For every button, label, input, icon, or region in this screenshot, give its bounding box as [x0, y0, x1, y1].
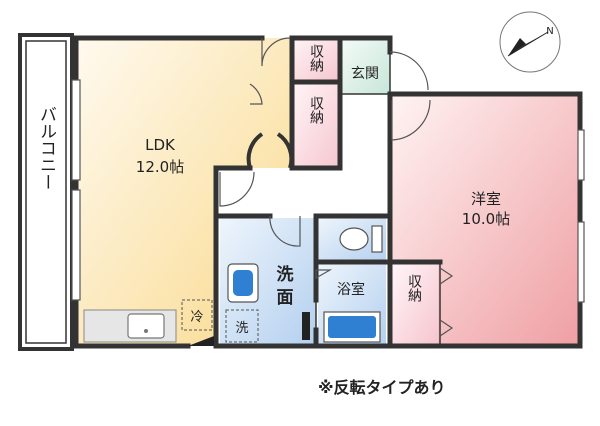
storage-top-label: 収納	[308, 44, 324, 73]
ldk-room	[76, 38, 292, 346]
ldk-size-label: 12.0帖	[136, 158, 184, 176]
entrance-area	[342, 38, 390, 94]
pipe-shaft-corner	[188, 336, 214, 346]
balcony-label: バルコニー	[36, 106, 56, 191]
washer-label: 洗	[235, 321, 248, 336]
pipe-shaft	[302, 312, 310, 340]
storage-middle-label: 収納	[308, 96, 324, 125]
storage-western-label: 収納	[406, 274, 422, 303]
storage-closet-middle	[292, 84, 340, 168]
compass-icon	[499, 11, 561, 73]
ldk-name-label: LDK	[145, 136, 176, 154]
storage-closet-western	[392, 264, 438, 344]
door-swings	[219, 37, 454, 337]
storage-closet-top	[292, 38, 340, 80]
fridge-space	[181, 299, 213, 331]
western-size-label: 10.0帖	[462, 210, 510, 228]
entrance-label: 玄関	[351, 65, 379, 82]
flip-type-note: ※反転タイプあり	[318, 378, 446, 397]
ldk-windows	[71, 79, 585, 303]
fridge-label: 冷	[190, 310, 203, 325]
toilet-fixture	[339, 225, 383, 253]
bath-label: 浴室	[337, 281, 365, 298]
western-name-label: 洋室	[471, 190, 501, 208]
walls	[73, 35, 583, 349]
washroom-label-1: 洗	[277, 264, 294, 285]
washroom-label-2: 面	[277, 288, 294, 308]
balcony	[18, 33, 74, 351]
hallway	[216, 168, 390, 214]
compass-north-label: N	[546, 26, 553, 37]
vanity-sink	[227, 263, 259, 303]
kitchen-counter	[83, 309, 177, 343]
washer-space	[225, 309, 259, 343]
bathtub	[323, 311, 381, 343]
